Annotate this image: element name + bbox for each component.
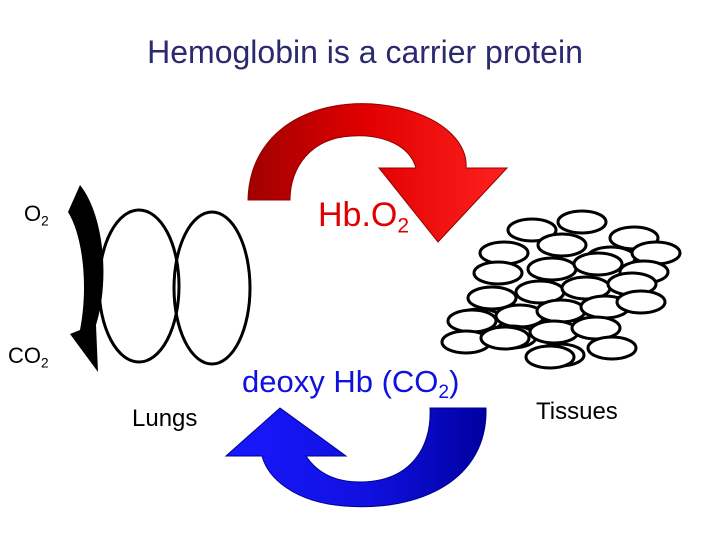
tissue-cell: [572, 251, 624, 277]
tissue-cell: [466, 285, 518, 311]
black-curved-arrow-icon: [68, 185, 104, 372]
tissue-cell: [586, 335, 638, 361]
blue-curved-arrow-icon: [224, 407, 487, 508]
tissue-cells-icon: [440, 209, 682, 370]
co2-label-sub: 2: [41, 355, 49, 371]
tissue-cell: [556, 209, 608, 235]
tissues-label: Tissues: [536, 398, 618, 425]
hbo2-label-sub: 2: [397, 214, 410, 238]
tissue-cell: [528, 319, 580, 345]
tissue-cell: [535, 298, 587, 324]
o2-label-main: O: [24, 201, 42, 226]
tissue-cell: [472, 260, 524, 286]
lungs-label: Lungs: [132, 405, 198, 432]
o2-label: O2: [24, 201, 49, 229]
tissue-cell: [478, 240, 530, 266]
tissue-cell: [536, 232, 588, 258]
deoxy-hb-label-tail: ): [449, 364, 460, 399]
deoxy-hb-label-sub: 2: [438, 382, 450, 404]
slide-title: Hemoglobin is a carrier protein: [147, 34, 583, 70]
deoxy-hb-label-main: deoxy Hb (CO: [242, 364, 439, 399]
tissue-cell: [524, 344, 576, 370]
tissue-cell: [526, 256, 578, 282]
tissue-cell: [479, 325, 531, 351]
co2-label: CO2: [8, 343, 49, 371]
hbo2-label: Hb.O2: [318, 196, 409, 237]
o2-label-sub: 2: [41, 213, 49, 229]
lung-outline-icon: [97, 208, 252, 366]
deoxy-hb-label: deoxy Hb (CO2): [242, 364, 460, 402]
red-curved-arrow-icon: [247, 103, 509, 243]
co2-label-main: CO: [8, 343, 41, 368]
tissue-cell: [506, 217, 558, 243]
tissue-cell: [615, 289, 667, 315]
hbo2-label-main: Hb.O: [318, 196, 398, 234]
